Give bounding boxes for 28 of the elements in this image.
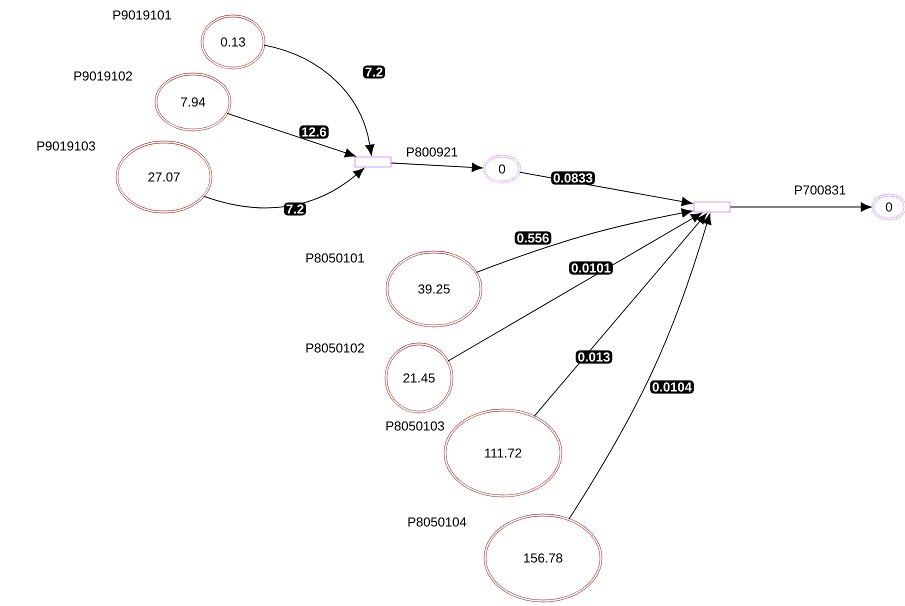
edge-label: 0.013 — [576, 350, 612, 364]
place-label: P9019102 — [74, 71, 132, 81]
place-label: P8050101 — [306, 253, 364, 263]
edge-label: 7.2 — [362, 65, 386, 79]
transition-bar — [354, 156, 392, 168]
edge-label: 0.0833 — [551, 171, 595, 185]
transition-bar — [694, 202, 730, 212]
place-label: P9019101 — [113, 10, 171, 20]
arrow — [264, 44, 374, 156]
arrow — [568, 214, 712, 520]
edge-label: 0.0101 — [569, 261, 613, 275]
arrow — [203, 168, 364, 208]
edge-label: 0.556 — [514, 231, 552, 245]
place-label: P800921 — [407, 147, 458, 157]
edge-label: 7.2 — [284, 202, 306, 216]
arrow — [476, 208, 692, 273]
place-label: P8050102 — [306, 343, 364, 353]
arrow — [534, 213, 707, 417]
arrow — [447, 212, 702, 362]
arrow — [226, 112, 356, 158]
edge-label: 0.0104 — [650, 380, 694, 394]
edge-label: 12.6 — [299, 125, 329, 139]
place-label: P700831 — [795, 185, 846, 195]
place-label: P8050103 — [386, 421, 444, 431]
arrow — [730, 202, 872, 212]
place-label: P9019103 — [37, 141, 96, 151]
place-label: P8050104 — [408, 517, 466, 527]
arrow — [390, 162, 483, 172]
